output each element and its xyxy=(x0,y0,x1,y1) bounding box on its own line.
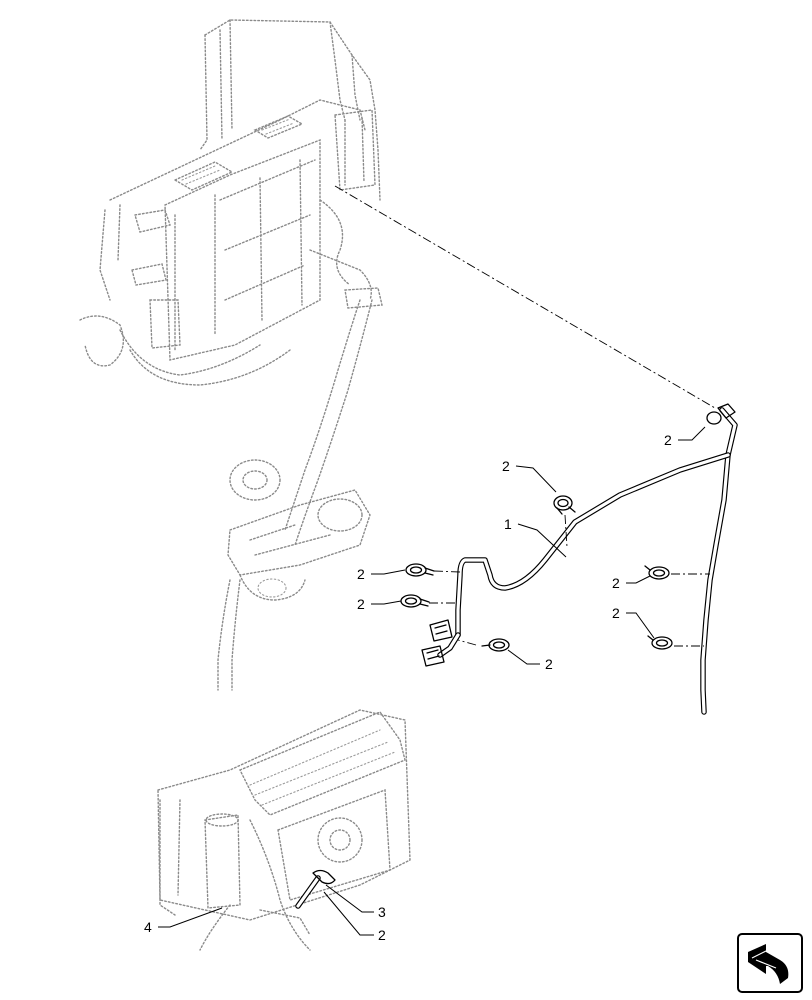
clip-2e xyxy=(644,565,670,580)
clip-2c xyxy=(400,594,430,608)
callout-2-condenser: 2 xyxy=(378,927,386,943)
callout-2-bottom: 2 xyxy=(545,656,553,672)
leader-lines xyxy=(158,426,706,936)
clip-guides xyxy=(429,514,710,647)
tube-harness-part-1 xyxy=(421,403,738,715)
callout-2-left-upper: 2 xyxy=(357,566,365,582)
return-arrow-icon[interactable] xyxy=(737,933,803,993)
callout-4: 4 xyxy=(144,919,152,935)
callout-2-top: 2 xyxy=(502,458,510,474)
callout-2-fitting: 2 xyxy=(664,432,672,448)
callout-2-right-upper: 2 xyxy=(612,575,620,591)
callout-1: 1 xyxy=(504,516,512,532)
clip-2a xyxy=(553,495,576,515)
clip-2b xyxy=(405,563,435,577)
callout-2-right-lower: 2 xyxy=(612,605,620,621)
alignment-line xyxy=(334,185,716,409)
callout-3: 3 xyxy=(378,904,386,920)
clip-2f xyxy=(647,635,673,650)
lower-condenser-assembly xyxy=(157,709,411,951)
callout-2-left-lower: 2 xyxy=(357,596,365,612)
lower-hose-part xyxy=(295,869,336,909)
clip-2d xyxy=(481,638,510,652)
upper-hvac-assembly xyxy=(79,19,383,691)
